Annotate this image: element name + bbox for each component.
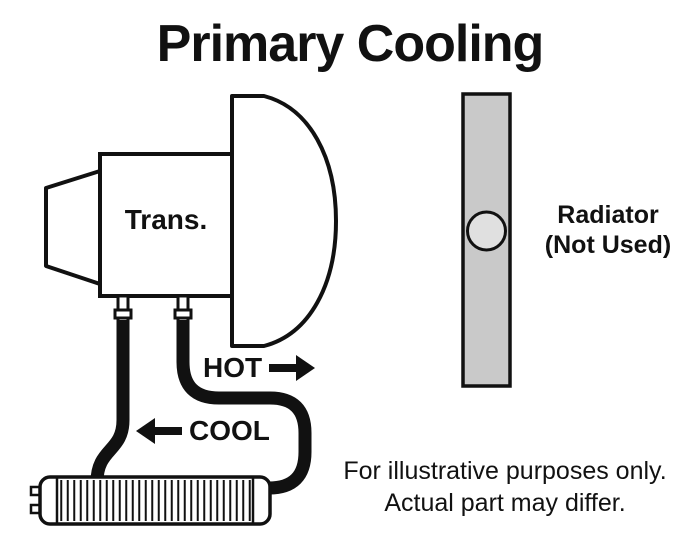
hot-flow-text: HOT bbox=[203, 352, 263, 383]
radiator-label: Radiator (Not Used) bbox=[545, 200, 671, 260]
radiator-label-line1: Radiator bbox=[557, 201, 659, 229]
cool-hose bbox=[90, 320, 130, 483]
transmission-cooler bbox=[29, 475, 272, 526]
disclaimer-line1: For illustrative purposes only. bbox=[343, 457, 667, 485]
transmission-label: Trans. bbox=[124, 204, 208, 235]
cooler-fins bbox=[58, 480, 252, 521]
transmission-bell-housing bbox=[230, 94, 338, 348]
transmission-body bbox=[98, 152, 234, 298]
transmission-tailshaft bbox=[44, 169, 102, 286]
hot-arrow-icon bbox=[269, 355, 316, 381]
disclaimer-line2: Actual part may differ. bbox=[384, 488, 626, 517]
radiator-cap bbox=[466, 210, 507, 252]
hot-hose bbox=[176, 320, 312, 495]
cool-arrow-icon bbox=[136, 418, 182, 444]
disclaimer-text: For illustrative purposes only. Actual p… bbox=[343, 456, 666, 519]
hot-flow-label: HOT bbox=[203, 352, 316, 384]
radiator-label-line2: (Not Used) bbox=[544, 231, 672, 259]
diagram-title: Primary Cooling bbox=[156, 15, 545, 73]
cool-flow-label: COOL bbox=[136, 415, 270, 447]
cool-flow-text: COOL bbox=[189, 415, 270, 446]
radiator bbox=[461, 92, 512, 388]
